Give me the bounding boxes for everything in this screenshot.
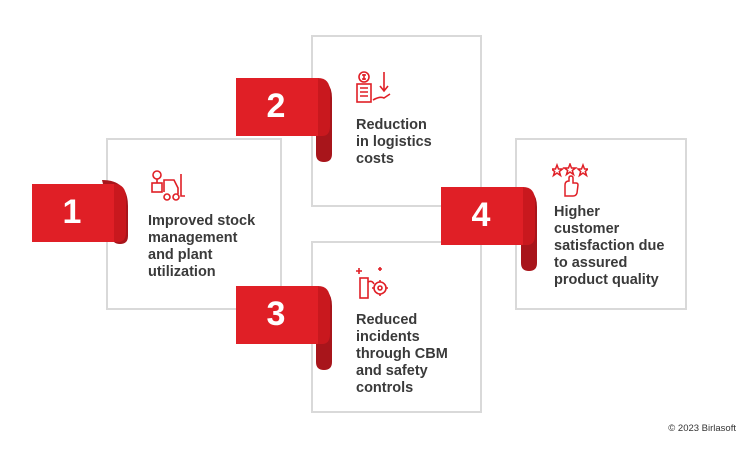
- step-number-1: 1: [62, 193, 82, 231]
- step-text-3: Reduced incidents through CBM and safety…: [356, 312, 448, 396]
- step-card-2: [311, 35, 482, 207]
- step-ribbon-4: [441, 187, 537, 271]
- step-ribbon-1: [32, 180, 128, 244]
- copyright-footer: © 2023 Birlasoft: [668, 423, 736, 434]
- step-number-3: 3: [266, 295, 286, 333]
- step-card-4: [515, 138, 687, 310]
- step-text-2: Reduction in logistics costs: [356, 117, 432, 167]
- step-card-1: [106, 138, 282, 310]
- rating-stars-icon: [552, 163, 588, 197]
- gear-hand-icon: [356, 267, 388, 299]
- step-ribbon-3: [236, 286, 332, 370]
- step-text-4: Higher customer satisfaction due to assu…: [554, 204, 665, 288]
- step-number-2: 2: [266, 87, 286, 125]
- cost-reduction-icon: [356, 71, 391, 103]
- step-text-1: Improved stock management and plant util…: [148, 213, 256, 280]
- forklift-icon: [151, 170, 185, 201]
- step-ribbon-2: [236, 78, 332, 162]
- step-number-4: 4: [471, 196, 491, 234]
